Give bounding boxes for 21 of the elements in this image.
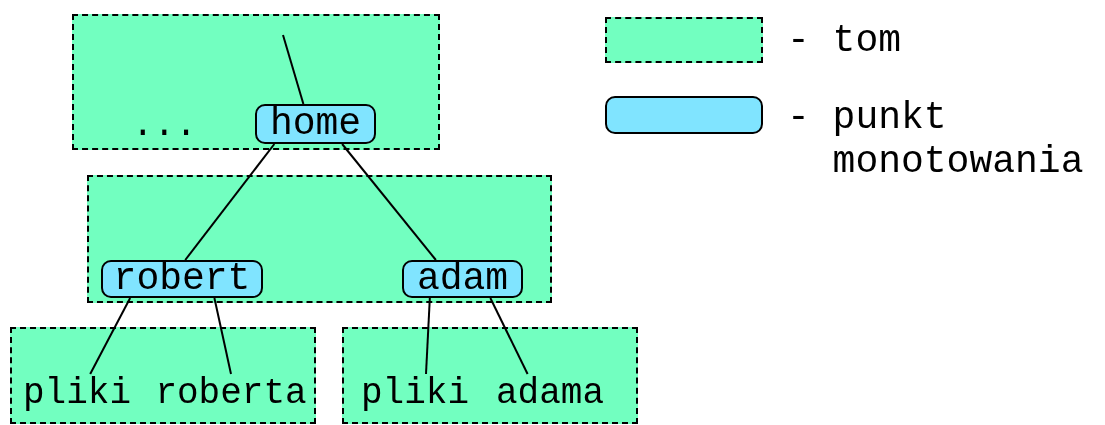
directory-label: roberta: [154, 374, 308, 414]
volume-box: [87, 175, 552, 303]
tree-line: [341, 143, 437, 261]
mount-point-node: home: [255, 104, 376, 144]
tree-line: [282, 34, 305, 105]
tree-line: [89, 297, 132, 375]
mount-point-node: adam: [402, 260, 523, 298]
ellipsis-text: ...: [132, 108, 197, 144]
directory-label: pliki: [22, 374, 132, 414]
mount-point-node: robert: [101, 260, 263, 298]
volume-box: [72, 14, 440, 150]
volume-box: [10, 327, 316, 424]
legend-text: - tom: [787, 19, 903, 63]
volume-box: [342, 327, 638, 424]
directory-label: adama: [494, 374, 606, 414]
directory-label: pliki: [360, 374, 470, 414]
tree-line: [489, 297, 529, 375]
legend-text: - punkt monotowania: [787, 96, 1085, 184]
tree-line: [425, 297, 431, 375]
tree-line: [184, 143, 276, 261]
tree-line: [213, 297, 232, 375]
